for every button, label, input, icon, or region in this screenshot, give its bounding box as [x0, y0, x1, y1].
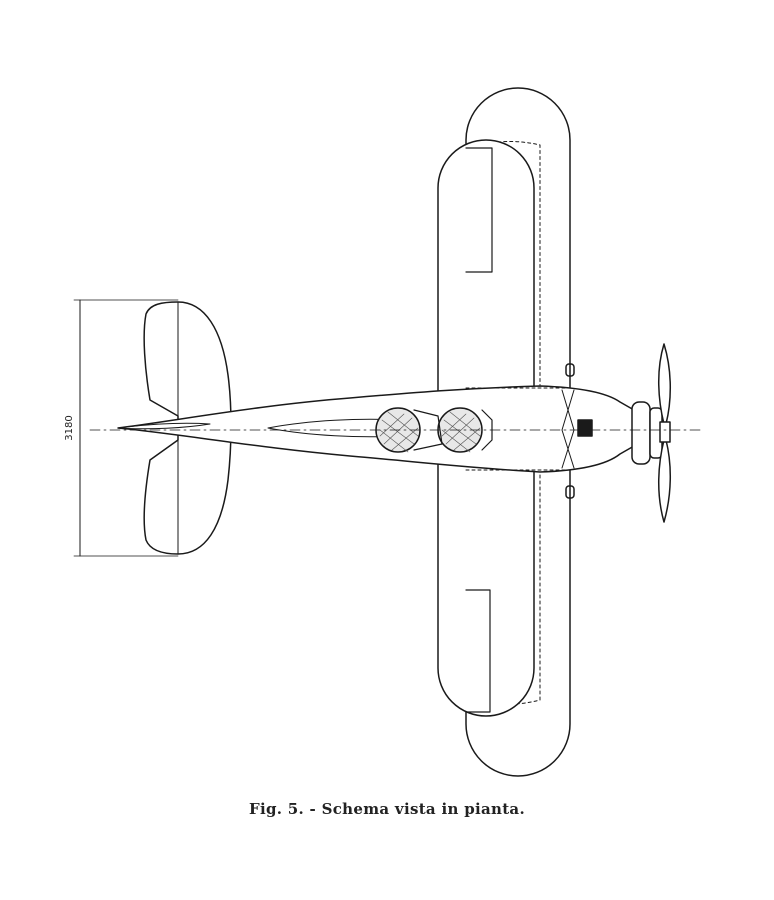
- propeller-blade-top: [658, 343, 671, 425]
- engine-cowling: [631, 401, 651, 465]
- propeller-blade-bottom: [658, 439, 671, 523]
- aircraft-plan-view-drawing: 3180: [64, 87, 701, 777]
- aileron-top: [465, 147, 493, 273]
- aileron-bottom: [465, 589, 491, 713]
- dimension-label: 3180: [64, 415, 75, 440]
- strut-top: [565, 363, 575, 377]
- rudder-outline: [117, 422, 211, 430]
- figure-caption: Fig. 5. - Schema vista in pianta.: [249, 800, 525, 818]
- propeller-hub: [659, 421, 671, 443]
- wing-root-dashed: [465, 387, 571, 471]
- strut-bottom: [565, 485, 575, 499]
- exhaust-marker: [577, 419, 593, 437]
